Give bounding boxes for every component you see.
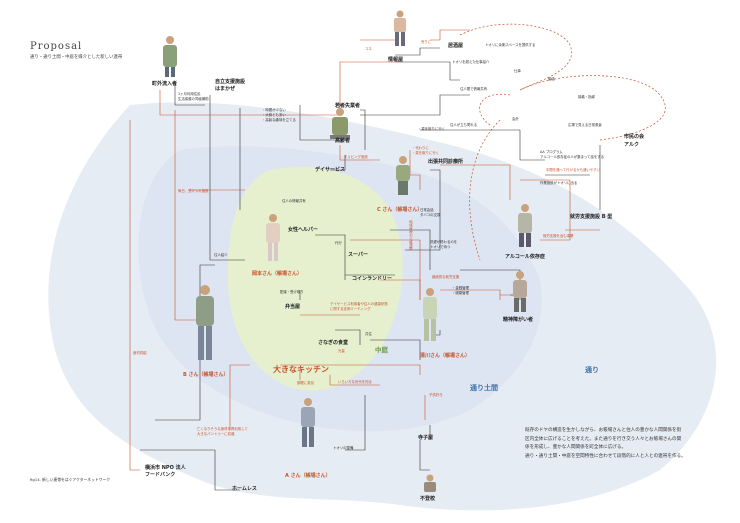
note-n5: ・時間が少ない ・大勢とも多い ・高齢な趣味を立てる [262,108,296,123]
note-n8: AA プログラム アルコール依存症の人が集まって話をする [540,150,605,159]
edge-label-dayinfo: デイサービス利用者や住人の健康状態 に関する定例ミーティング [330,302,388,311]
actor-okamoto: 岡本さん（帳場さん） [252,271,303,277]
description-line-2: 区内全体に広げることを考えた。また通りを行き交う人々とお帳場さんの関 [525,436,682,442]
edge-label-uri: 売りに [421,40,432,44]
actor-jiritsu1: 自立支援施設 [215,79,246,85]
note-n10: 日常会話 タバコの交換 [420,208,441,217]
edge-label-shuuro: 就労支援を含む事業 [543,234,574,238]
note-n17: 住人が立ち寄れる [450,123,478,127]
edge-label-kaigo: 中間を通って行けるかも通いやすい [546,168,601,172]
note-n9: 作業施設がトオリに出る [540,181,578,185]
edge-label-shoku: 食材供給 [133,351,147,355]
note-n16: トオリの整備 [333,446,354,450]
actor-npo2: フードバンク [145,472,176,478]
edge-label-tyouri: 調理に参加 [297,381,314,385]
actor-bento: 弁当屋 [285,304,301,310]
edge-label-kanri: 光量 [338,349,345,353]
edge-label-nakunaru: 亡くなりそうな食材を再利用して 大きなパントリーに収蔵 [197,427,248,436]
edge-label-sisetsu: 毎日、受け入れ施設 [178,189,209,193]
figure-seishin [513,271,527,312]
note-n7: 住人の情報共有 [282,199,306,203]
figure-shinki [163,36,177,77]
actor-dayservice: デイサービス [315,167,346,173]
figure-kiyokawa [423,288,437,341]
figure-asan [301,398,315,447]
note-n21: 会計 [512,117,519,121]
courtyard-zone [227,166,403,391]
page-subtitle: 通り・通り土間・中庭を媒介とした新しい連帯 [30,55,123,60]
actor-homeless: ホームレス [232,486,257,492]
note-n22: 広場で見える日常風景 [568,123,602,127]
actor-sanagi: さなぎの食堂 [318,340,349,346]
actor-kyoudou: 居酒屋 [448,43,464,49]
note-n19: 勉強 [548,77,555,81]
figure-okamoto [266,214,280,261]
figure-wakamono [330,108,350,139]
actor-wakamono: 若者失業者 [335,103,361,109]
description: 既存のドヤの構造を生かしながら、お帳場さんと住人の豊かな人間関係を街 区内全体に… [525,427,725,462]
figure-csan [396,156,410,195]
actor-shurou: 就労支援施設 B 型 [570,214,613,220]
actor-kiyokawa: 清川さん（帳場さん） [420,353,471,359]
actor-aruku: アルク [624,142,639,148]
actor-alcohol: アルコール依存症 [505,254,545,260]
actor-futoukou: 不登校 [420,496,436,502]
description-line-3: 係を形成し、豊かな人間関係を町全体に広げる。 [525,445,627,451]
note-n11: 洗濯が終わるのを トオリで待つ [430,240,458,249]
zone-label-street: 通り [585,366,599,374]
edge-label-kone: コネ [365,47,372,51]
actor-kouban: 出張共同診療所 [428,159,464,165]
actor-seishin: 精神障がい者 [503,317,534,323]
actor-teraya: 寺子屋 [418,435,434,441]
figure-caption: fig14. 新しい連帯をはぐアクターネットワーク [30,477,111,482]
note-n4: 1ヶ月利用住民 生活保護の同級補助 [178,92,209,101]
edge-label-seisaku: 継続的な就労支援 [432,275,460,279]
edge-label-kaitate: ・代わりに ・菜を取りに行く [412,146,440,155]
zone-label-street-doma: 通り土間 [470,384,498,392]
edge-label-living: ホリビング施設 [344,155,368,159]
edge-label-iroiro: いろいろな世代を知る [338,380,372,384]
edge-label-kyoudo: 共住 [365,332,372,336]
note-n20: 講義・指導 [578,95,595,99]
actor-josei: 女性ヘルパー [288,227,319,233]
actor-csan: C さん（帳場さん） [377,207,423,213]
actor-npo1: 横浜市 NPO 法人 [145,465,186,471]
zone-label-courtyard: 中庭 [375,346,388,354]
actor-shinki: 町外流入者 [152,81,178,87]
actor-shitei: 市民の会 [624,134,645,140]
figure-jyohou [394,10,406,46]
actor-asan: A さん（帳場さん） [285,473,331,479]
figure-futoukou [424,474,436,492]
note-n18: 仕事 [514,69,521,73]
dashed-loop-1 [459,23,572,91]
actor-koureisha: 高齢者 [335,138,351,144]
actor-bsan: B さん（帳場さん） [183,372,229,378]
note-n12: ・金銭管理 ・服薬管理 [452,286,469,295]
actor-coin: コインランドリー [352,276,393,282]
page-title: Proposal [30,41,83,52]
note-n13: 配達・受け取り [280,290,304,294]
note-n15: 代行 [335,241,342,245]
edge-label-chiiki: 地域医療の介護連携 [408,220,413,251]
edge-label-kodomo: 子供好き [429,393,443,397]
actor-super: スーパー [348,252,368,258]
actor-jiritsu2: はまかぜ [215,86,236,92]
note-n6: ・菜を取りに行く [418,127,446,131]
actor-jyohou: 情報屋 [388,57,404,63]
note-n3: 住人間で情報共有 [460,87,488,91]
note-n2: トオリを超えた仕事紹介 [452,60,490,64]
actor-kitchen: 大きなキッチン [273,365,329,374]
description-line-4: 通り・通り土間・中庭を空間特性に合わせて段階的に人と人との連帯を作る。 [525,454,686,460]
figure-bsan [196,285,214,360]
note-n14: 住人紹介 [214,253,228,257]
note-n1: トオリに余剰スペースを提供する [485,43,536,47]
figure-alcohol [518,204,532,247]
description-line-1: 既存のドヤの構造を生かしながら、お帳場さんと住人の豊かな人間関係を街 [525,428,682,433]
